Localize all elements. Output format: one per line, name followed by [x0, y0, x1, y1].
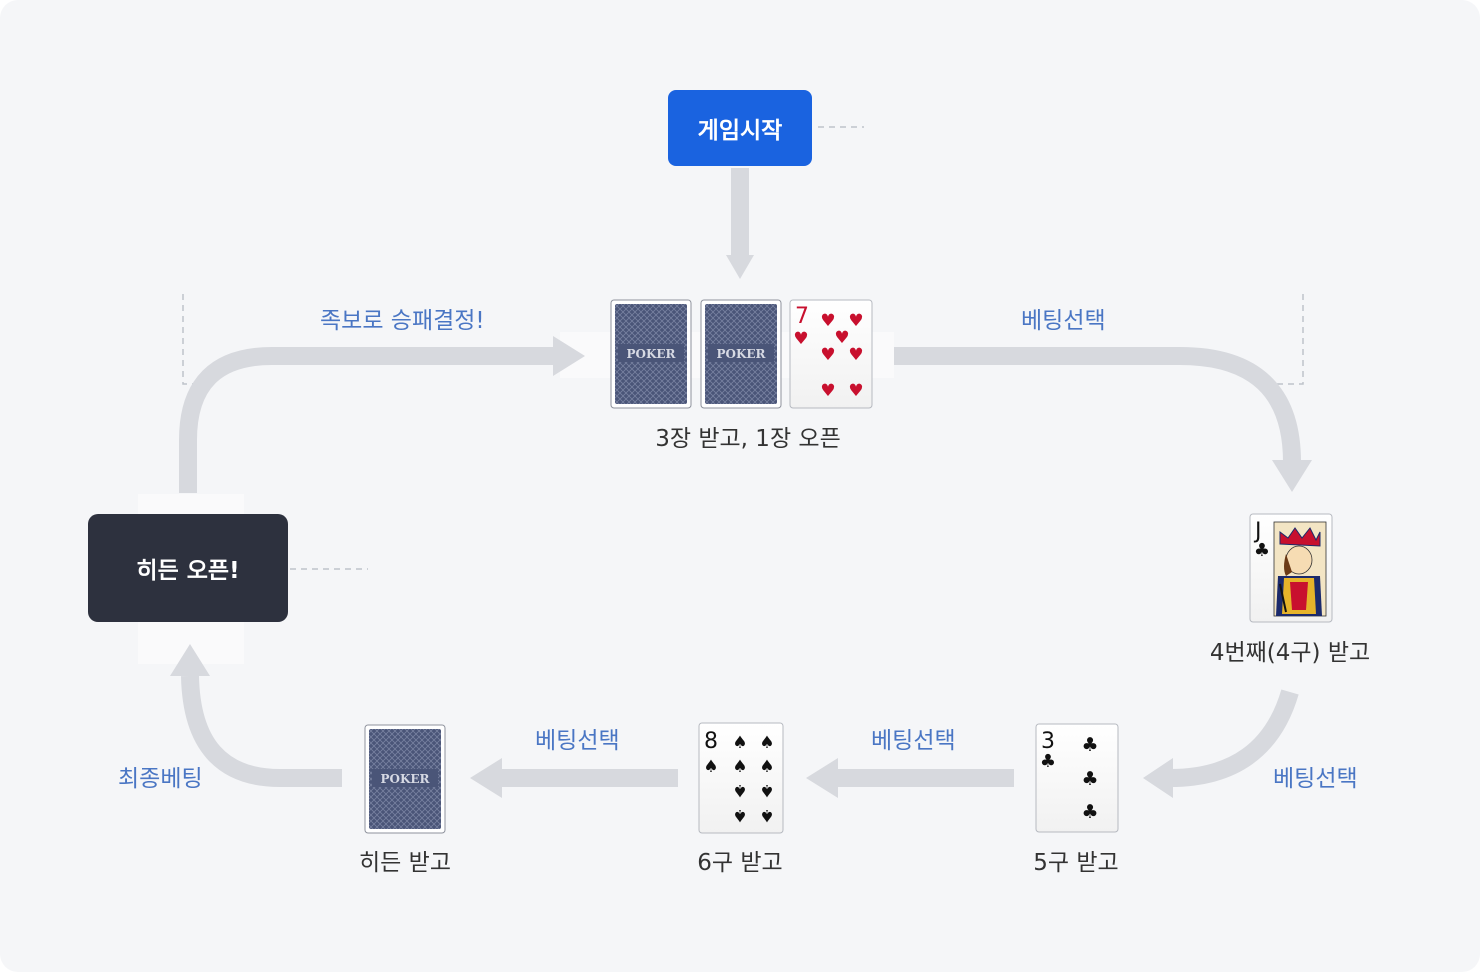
- club-icon: ♣: [1040, 751, 1056, 772]
- arrowhead-start: [726, 255, 754, 279]
- spade-icon: ♠: [759, 757, 774, 777]
- edge-label-bet-mid: 베팅선택: [871, 728, 956, 754]
- card-back-text: POKER: [716, 347, 766, 361]
- start-node: 게임시작: [668, 90, 812, 166]
- club-icon: ♣: [1254, 540, 1270, 561]
- heart-icon: ♥: [848, 345, 863, 365]
- card-eight-spades: 8 ♠ ♠ ♠ ♠ ♠ ♠ ♠ ♠ ♠: [698, 722, 784, 834]
- club-icon: ♣: [1081, 768, 1098, 790]
- card-back-text: POKER: [626, 347, 676, 361]
- card-rank-jack: J: [1253, 519, 1262, 544]
- arrow-bet-top: [894, 347, 1301, 463]
- arrow-bet-right: [1169, 689, 1299, 787]
- card-rank-seven: 7: [795, 304, 809, 329]
- card-back-text: POKER: [380, 772, 430, 786]
- card-jack-clubs: J ♣: [1249, 513, 1333, 623]
- edge-label-bet-left: 베팅선택: [535, 728, 620, 754]
- arrowhead-bet-top: [1272, 460, 1312, 492]
- guide-line-top-left: [182, 294, 212, 385]
- arrowhead-bet-right: [1143, 758, 1173, 798]
- spade-icon: ♠: [759, 780, 774, 800]
- heart-icon: ♥: [820, 381, 835, 401]
- crown-icon: [1279, 527, 1321, 547]
- edge-label-final-bet: 최종베팅: [118, 766, 203, 792]
- spade-icon: ♠: [732, 757, 747, 777]
- spade-icon: ♠: [732, 733, 747, 753]
- stage-label-initial: 3장 받고, 1장 오픈: [655, 426, 841, 452]
- heart-icon: ♥: [820, 345, 835, 365]
- club-icon: ♣: [1081, 801, 1098, 823]
- card-rank-eight: 8: [704, 729, 718, 754]
- edge-label-decide: 족보로 승패결정!: [320, 308, 485, 334]
- start-label: 게임시작: [697, 118, 783, 144]
- spade-icon: ♠: [732, 805, 747, 825]
- arrow-decide: [179, 347, 555, 493]
- edge-label-bet-top: 베팅선택: [1021, 308, 1106, 334]
- club-icon: ♣: [1081, 734, 1098, 756]
- heart-icon: ♥: [793, 329, 808, 349]
- arrowhead-bet-mid: [806, 758, 838, 798]
- card-rank-three: 3: [1041, 729, 1055, 754]
- guide-line-top-right: [1270, 294, 1304, 385]
- stage-label-sixth: 6구 받고: [697, 850, 783, 876]
- edge-label-bet-right: 베팅선택: [1273, 766, 1358, 792]
- hidden-open-node: 히든 오픈!: [88, 514, 288, 622]
- spade-icon: ♠: [759, 733, 774, 753]
- arrowhead-bet-left: [470, 758, 502, 798]
- stage-label-hidden: 히든 받고: [359, 850, 451, 876]
- stage-label-fourth: 4번째(4구) 받고: [1209, 640, 1371, 666]
- card-back-initial-2: POKER: [700, 299, 782, 409]
- card-back-hidden: POKER: [364, 724, 446, 834]
- spade-icon: ♠: [732, 780, 747, 800]
- heart-icon: ♥: [848, 381, 863, 401]
- card-back-initial-1: POKER: [610, 299, 692, 409]
- stage-label-fifth: 5구 받고: [1033, 850, 1119, 876]
- arrowhead-decide: [553, 336, 585, 376]
- hidden-open-label: 히든 오픈!: [136, 558, 240, 584]
- heart-icon: ♥: [848, 311, 863, 331]
- card-three-clubs: 3 ♣ ♣ ♣ ♣: [1035, 723, 1119, 833]
- heart-icon: ♥: [834, 328, 849, 348]
- heart-icon: ♥: [820, 311, 835, 331]
- arrow-final-bet: [181, 675, 342, 787]
- spade-icon: ♠: [759, 805, 774, 825]
- card-seven-hearts: 7 ♥ ♥ ♥ ♥ ♥ ♥ ♥ ♥: [789, 299, 873, 409]
- arrowhead-final-bet: [170, 644, 210, 676]
- spade-icon: ♠: [703, 757, 718, 777]
